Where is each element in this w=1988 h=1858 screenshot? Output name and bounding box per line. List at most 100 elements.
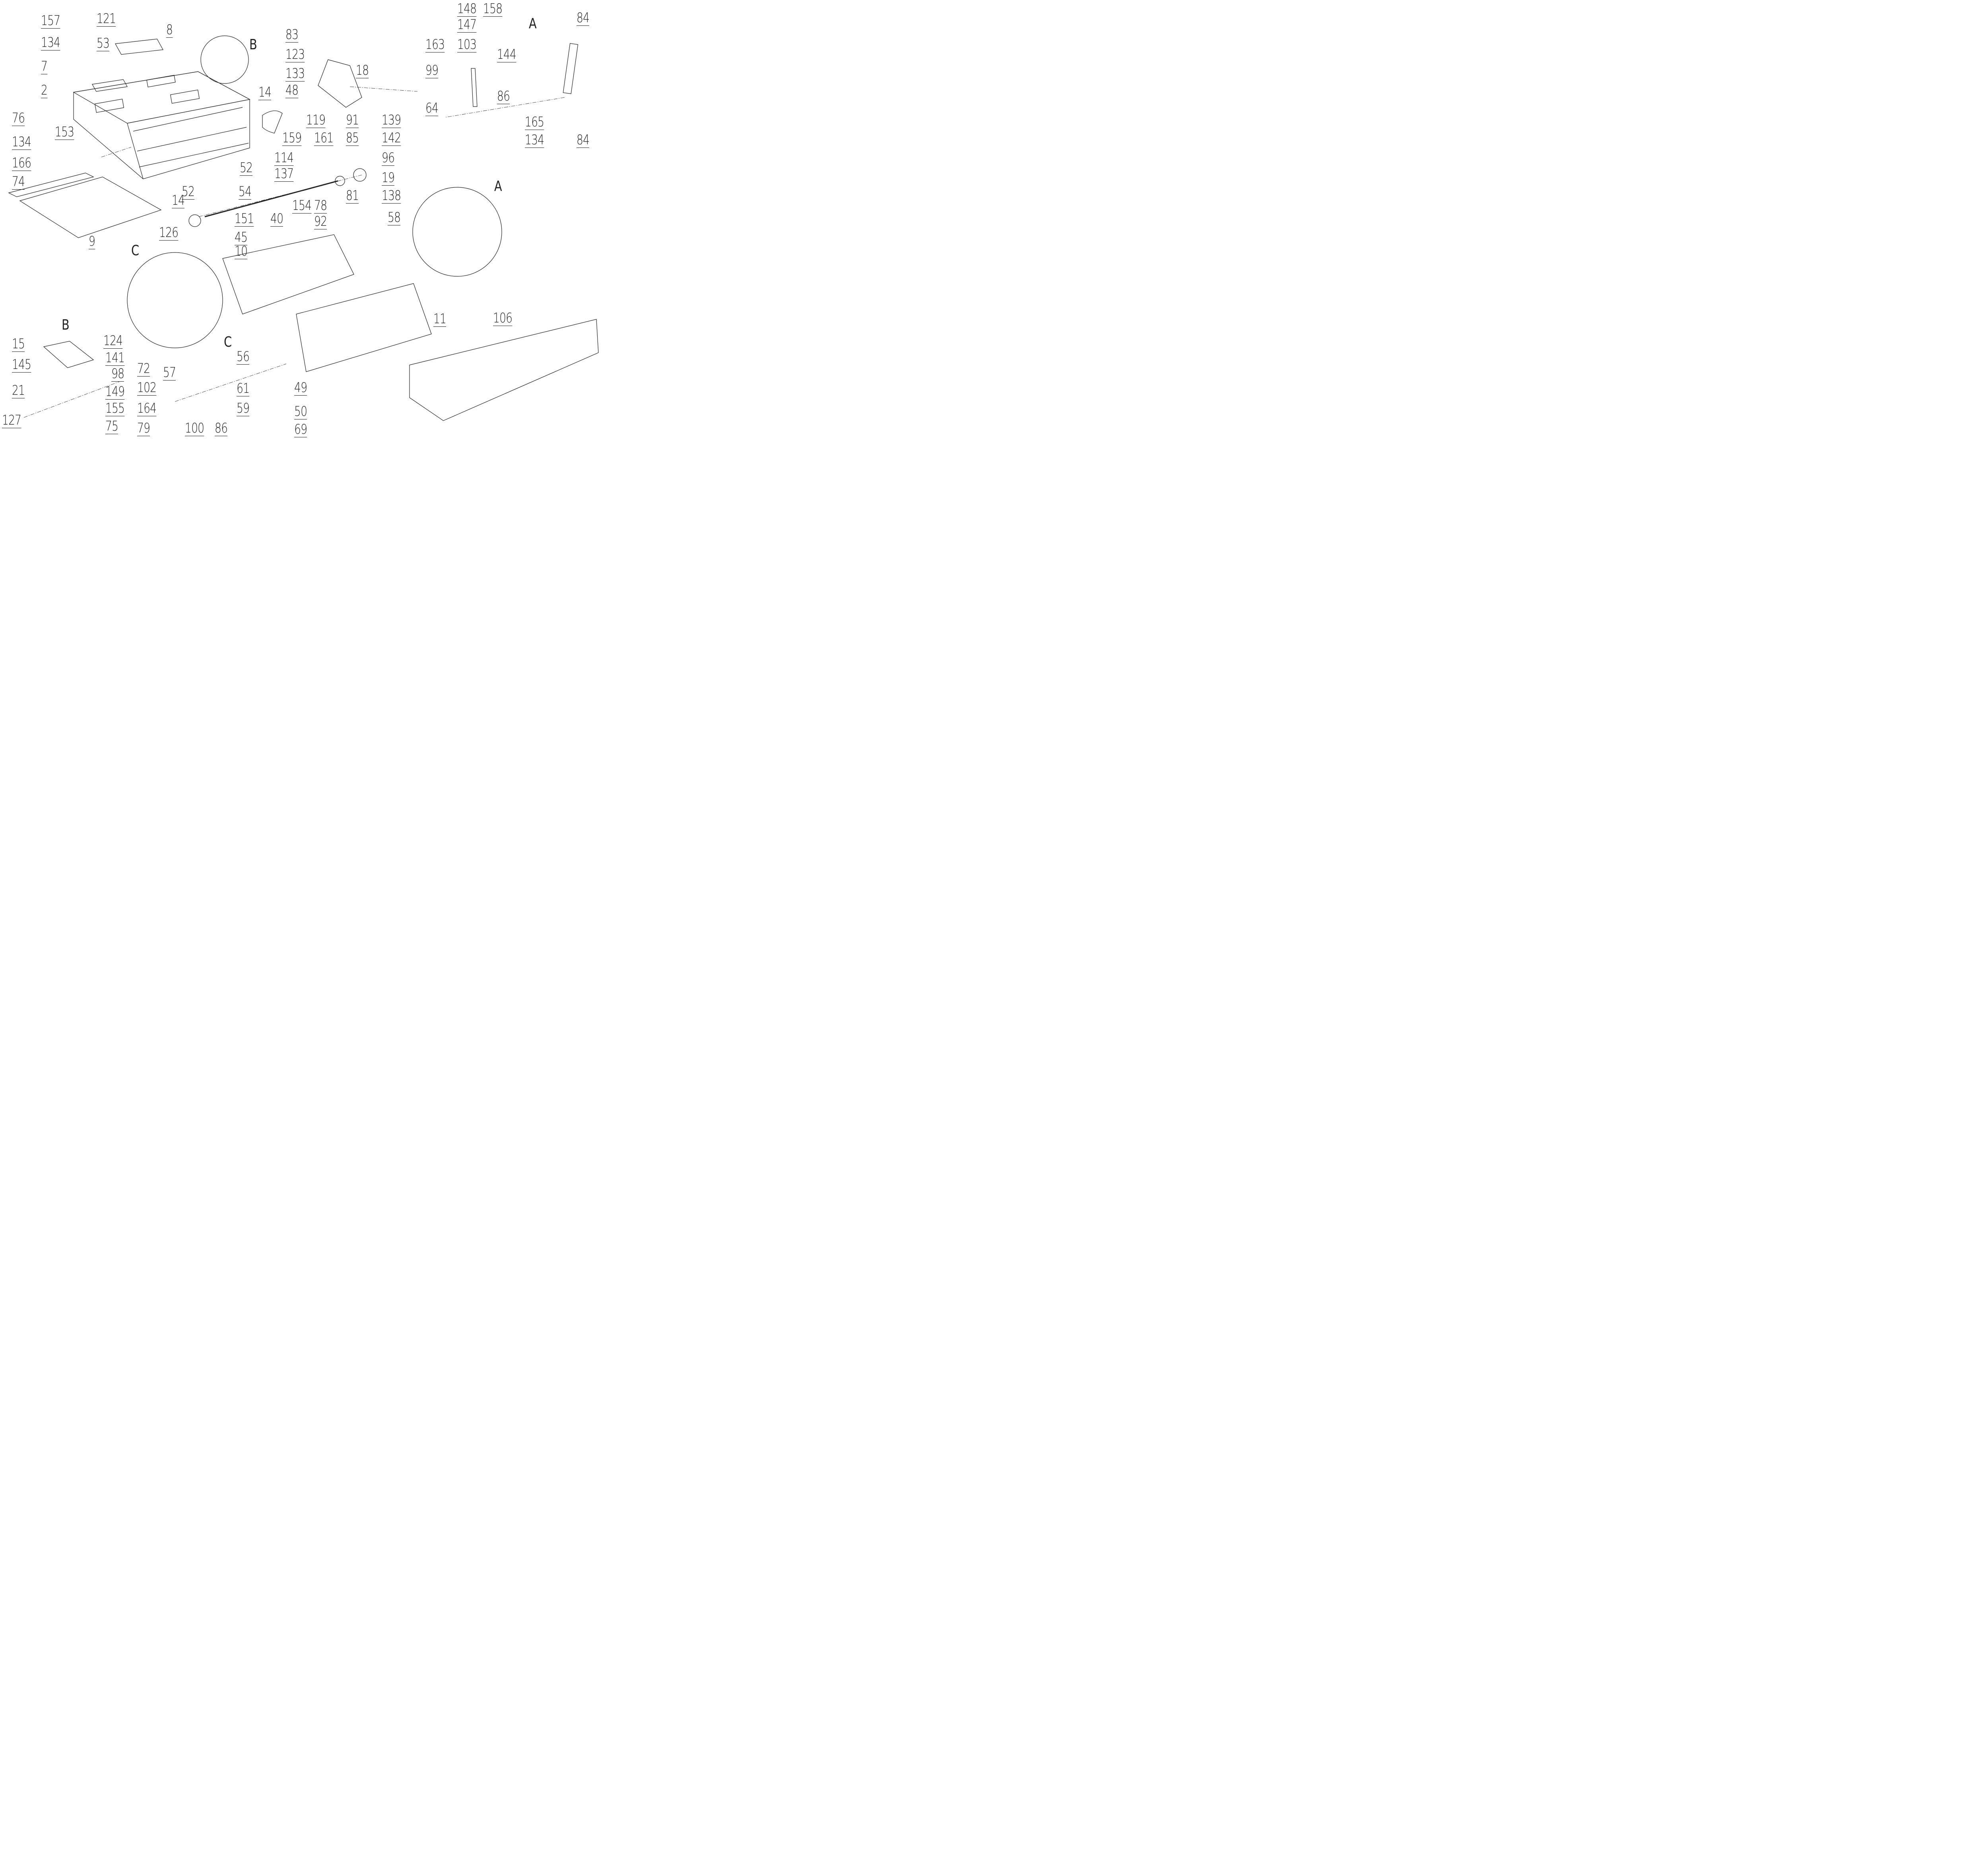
part-label: 86 <box>497 88 510 104</box>
part-label: 7 <box>41 58 48 74</box>
part-label: 81 <box>346 188 359 204</box>
part-label: 18 <box>356 62 369 78</box>
strip-part-74 <box>8 173 94 197</box>
view-label-C-detail: C <box>224 334 232 350</box>
sprocket-part-19 <box>353 168 367 182</box>
part-label: 92 <box>314 214 327 229</box>
part-label: 102 <box>137 380 157 396</box>
part-label: 149 <box>105 384 125 400</box>
part-label: 161 <box>314 130 334 146</box>
part-label: 72 <box>137 361 150 377</box>
part-label: 15 <box>12 336 25 352</box>
frame-part-11 <box>296 283 432 372</box>
part-label: 45 <box>235 229 248 245</box>
part-label: 98 <box>111 366 124 382</box>
part-label: 164 <box>137 400 157 416</box>
detail-circle-B <box>200 35 249 84</box>
part-label: 134 <box>12 134 31 150</box>
part-label: 157 <box>41 13 60 29</box>
part-label: 154 <box>292 198 312 214</box>
part-label: 163 <box>425 37 445 52</box>
part-label: 155 <box>105 400 125 416</box>
part-label: 84 <box>577 132 590 148</box>
part-label: 59 <box>237 400 250 416</box>
part-label: 103 <box>457 37 477 52</box>
part-label: 141 <box>105 350 125 366</box>
cylinder-part-A <box>563 43 579 94</box>
part-label: 142 <box>382 130 401 146</box>
part-label: 151 <box>235 211 254 227</box>
part-label: 85 <box>346 130 359 146</box>
part-label: 148 <box>457 1 477 17</box>
view-label-B-detail: B <box>62 317 70 333</box>
part-label: 74 <box>12 174 25 190</box>
view-label-B-circle: B <box>249 37 257 53</box>
main-frame-part-2 <box>73 71 250 179</box>
part-label: 139 <box>382 112 401 128</box>
hatch-cover-part-8 <box>115 39 163 55</box>
detail-circle-A <box>412 187 502 277</box>
part-label: 52 <box>240 160 253 176</box>
part-label: 54 <box>239 184 252 200</box>
part-label: 96 <box>382 150 395 166</box>
part-label: 2 <box>41 82 48 98</box>
part-label: 75 <box>105 418 118 434</box>
part-label: 106 <box>493 310 513 326</box>
part-label: 40 <box>270 211 283 227</box>
plate-part-106 <box>409 319 599 421</box>
part-label: 124 <box>103 333 123 349</box>
frame-part-10 <box>222 234 354 315</box>
part-label: 9 <box>89 233 95 249</box>
part-label: 121 <box>97 11 116 27</box>
lid-part-7 <box>92 79 128 92</box>
part-label: 86 <box>215 420 228 436</box>
part-label: 147 <box>457 17 477 33</box>
part-label: 158 <box>483 1 503 17</box>
bottom-plate-part-9 <box>19 177 162 238</box>
part-label: 126 <box>159 225 179 241</box>
part-label: 91 <box>346 112 359 128</box>
bearing-part-81 <box>335 176 345 186</box>
part-label: 19 <box>382 170 395 186</box>
part-label: 119 <box>306 112 326 128</box>
box-part-18 <box>318 59 362 108</box>
view-label-C-circle: C <box>131 243 140 259</box>
part-label: 83 <box>285 27 299 43</box>
part-label: 49 <box>294 380 307 396</box>
detail-circle-C <box>127 252 223 348</box>
part-label: 8 <box>166 22 173 38</box>
part-label: 159 <box>282 130 302 146</box>
shaft-part-54 <box>204 180 338 217</box>
flange-part-126 <box>188 214 201 227</box>
part-label: 127 <box>2 412 21 428</box>
part-label: 56 <box>237 349 250 365</box>
part-label: 134 <box>41 35 60 50</box>
part-label: 144 <box>497 47 516 62</box>
plate-part-15 <box>43 341 94 368</box>
part-label: 99 <box>425 62 439 78</box>
part-label: 145 <box>12 357 31 373</box>
part-label: 14 <box>258 84 272 100</box>
part-label: 133 <box>285 66 305 82</box>
part-label: 100 <box>185 420 204 436</box>
part-label: 134 <box>525 132 544 148</box>
part-label: 78 <box>314 198 327 214</box>
part-label: 76 <box>12 110 25 126</box>
part-label: 166 <box>12 155 31 171</box>
part-label: 79 <box>137 420 150 436</box>
plate-part-64 <box>471 68 478 107</box>
part-label: 21 <box>12 382 25 398</box>
part-label: 69 <box>294 421 307 437</box>
part-label: 114 <box>274 150 294 166</box>
part-label: 10 <box>235 243 248 259</box>
part-label: 84 <box>577 10 590 26</box>
part-label: 61 <box>237 381 250 396</box>
guard-part-159 <box>262 111 283 134</box>
part-label: 123 <box>285 47 305 62</box>
part-label: 57 <box>163 365 176 381</box>
part-label: 165 <box>525 114 544 130</box>
view-label-A-top: A <box>529 16 537 32</box>
part-label: 64 <box>425 100 439 116</box>
part-label: 50 <box>294 404 307 419</box>
part-label: 137 <box>274 166 294 182</box>
